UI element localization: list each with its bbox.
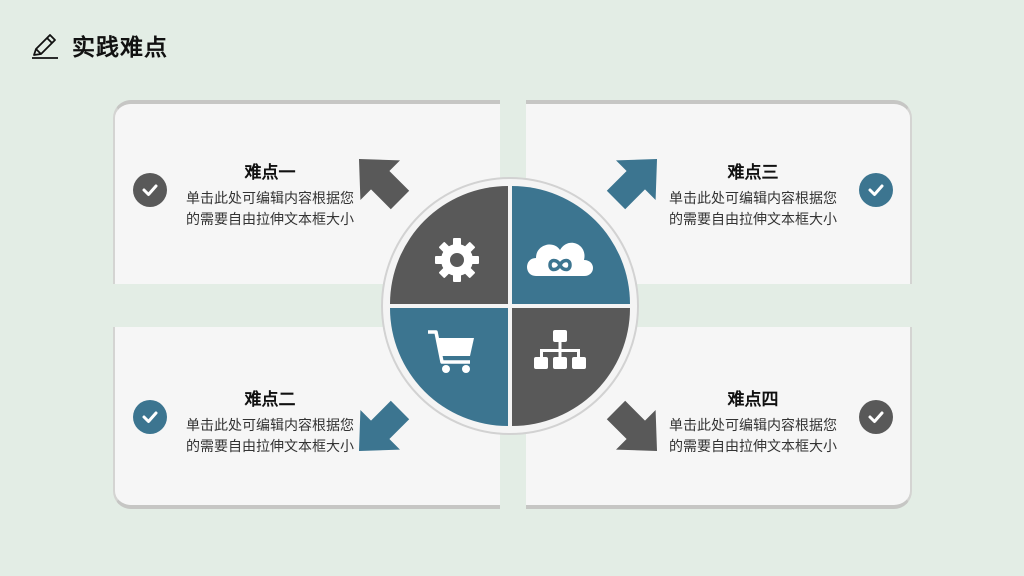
check-icon: [133, 400, 167, 434]
check-icon: [859, 400, 893, 434]
point-title: 难点四: [727, 390, 779, 410]
point-body: 单击此处可编辑内容根据您的需要自由拉伸文本框大小: [186, 191, 354, 228]
point-title: 难点三: [727, 163, 779, 183]
check-icon: [133, 173, 167, 207]
point-3: 难点三 单击此处可编辑内容根据您的需要自由拉伸文本框大小: [668, 158, 838, 231]
point-title: 难点一: [244, 163, 296, 183]
point-body: 单击此处可编辑内容根据您的需要自由拉伸文本框大小: [669, 191, 837, 228]
point-4: 难点四 单击此处可编辑内容根据您的需要自由拉伸文本框大小: [668, 385, 838, 458]
point-1: 难点一 单击此处可编辑内容根据您的需要自由拉伸文本框大小: [185, 158, 355, 231]
page-title: 实践难点: [72, 35, 168, 61]
point-body: 单击此处可编辑内容根据您的需要自由拉伸文本框大小: [186, 418, 354, 455]
pencil-icon: [32, 34, 58, 59]
check-icon: [859, 173, 893, 207]
point-title: 难点二: [244, 390, 296, 410]
point-2: 难点二 单击此处可编辑内容根据您的需要自由拉伸文本框大小: [185, 385, 355, 458]
point-body: 单击此处可编辑内容根据您的需要自由拉伸文本框大小: [669, 418, 837, 455]
slide-header: 实践难点: [30, 28, 168, 62]
